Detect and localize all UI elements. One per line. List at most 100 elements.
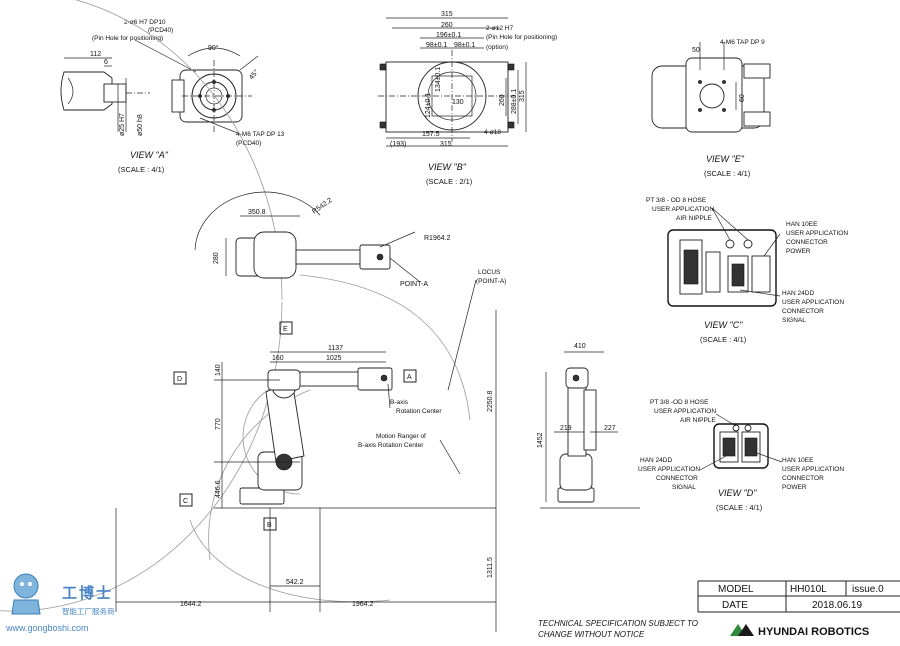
view-e-scale: (SCALE : 4/1)	[704, 169, 751, 178]
view-b-dim-260: 260	[441, 22, 453, 29]
view-b-dim-157: 157.5	[422, 131, 440, 138]
view-a-pin-purpose: (Pin Hole for positioning)	[92, 35, 163, 42]
hyundai-logo: HYUNDAI ROBOTICS	[730, 624, 869, 638]
view-c: PT 3/8 - OD 8 HOSE USER APPLICATION AIR …	[646, 197, 848, 344]
view-d-title: VIEW "D"	[718, 488, 757, 498]
view-b-dim-134: 134±0.1	[435, 67, 442, 92]
view-arrow-e: E	[279, 321, 293, 335]
view-b-dim-260v: 260	[499, 94, 506, 106]
view-e-dim-50: 50	[692, 47, 700, 54]
side-view-dim-160: 160	[272, 355, 284, 362]
view-c-han24-2: USER APPLICATION	[782, 299, 844, 306]
side-view-dim-446: 446.6	[215, 480, 222, 498]
date-label: DATE	[722, 600, 748, 611]
view-d-han10-4: POWER	[782, 484, 807, 491]
watermark-url: www.gongboshi.com	[5, 623, 89, 633]
view-d-han10-2: USER APPLICATION	[782, 466, 844, 473]
view-b-dim-315-top: 315	[441, 11, 453, 18]
view-b-pin-purpose: (Pin Hole for positioning)	[486, 34, 557, 41]
watermark: 工博士 智能工厂服务商 www.gongboshi.com	[5, 573, 115, 633]
view-c-han10-3: CONNECTOR	[786, 239, 828, 246]
top-view-dim-280: 280	[213, 252, 220, 264]
view-b-dim-193: (193)	[390, 141, 406, 148]
view-a-dim-25: ø25 H7	[119, 113, 126, 136]
view-d-hose-3: AIR NIPPLE	[680, 417, 716, 424]
front-view: 410 1452 219 227	[537, 343, 640, 509]
watermark-name: 工博士	[62, 584, 113, 602]
view-arrow-b: B	[263, 517, 277, 531]
view-d-hose-2: USER APPLICATION	[654, 408, 716, 415]
top-view-point-a: POINT-A	[400, 281, 428, 288]
view-c-hose-2: USER APPLICATION	[652, 206, 714, 213]
view-a: 112 6 2-ø6 H7 DP10 (PCD40) (Pin Hole for…	[60, 19, 285, 174]
view-d-han10-3: CONNECTOR	[782, 475, 824, 482]
view-b-option: (option)	[486, 44, 508, 51]
view-b: 315 260 196±0.1 98±0.1 98±0.1 2-ø12 H7 (…	[378, 11, 557, 186]
view-a-pin-pcd: (PCD40)	[148, 27, 173, 34]
view-a-dim-112: 112	[90, 51, 101, 58]
side-view-dim-2250: 2250.8	[487, 390, 494, 412]
view-e: 50 60 4-M6 TAP DP 9 VIEW "E" (SCALE : 4/…	[651, 39, 771, 178]
view-b-dim-98a: 98±0.1	[426, 42, 447, 49]
footer: TECHNICAL SPECIFICATION SUBJECT TO CHANG…	[538, 580, 900, 639]
view-arrow-d: D	[173, 371, 187, 385]
view-a-angle-45: 45°	[247, 68, 260, 81]
view-d-scale: (SCALE : 4/1)	[716, 503, 763, 512]
view-a-angle-90: 90°	[208, 44, 219, 52]
view-e-dim-60: 60	[739, 94, 746, 102]
view-a-tap-note: 4-M6 TAP DP 13	[236, 131, 285, 138]
svg-text:D: D	[177, 376, 182, 383]
date-value: 2018.06.19	[812, 600, 862, 611]
view-d-panel	[713, 423, 769, 469]
view-c-han24-1: HAN 24DD	[782, 290, 814, 297]
side-view-dim-1311: 1311.5	[487, 557, 494, 578]
spec-note-line-1: TECHNICAL SPECIFICATION SUBJECT TO	[538, 619, 698, 628]
front-view-dim-410: 410	[574, 343, 586, 350]
side-view-motion-1: Motion Ranger of	[376, 433, 426, 440]
top-view-locus: LOCUS	[478, 269, 501, 276]
view-c-han24-4: SIGNAL	[782, 317, 806, 324]
title-block: MODEL HH010L issue.0 DATE 2018.06.19	[697, 580, 900, 613]
view-d-han10-1: HAN 10EE	[782, 457, 814, 464]
robot-mascot-icon	[11, 573, 41, 615]
view-b-hole-note: 4-ø18	[484, 129, 501, 136]
view-c-hose-3: AIR NIPPLE	[676, 215, 712, 222]
view-a-shaft	[103, 83, 127, 103]
view-a-title: VIEW "A"	[130, 150, 169, 160]
view-c-han24-3: CONNECTOR	[782, 308, 824, 315]
side-view-dim-140: 140	[215, 364, 222, 376]
view-b-pin-note: 2-ø12 H7	[486, 25, 513, 32]
view-b-dim-130: 130	[452, 99, 464, 106]
svg-text:C: C	[183, 498, 188, 505]
view-a-dim-6: 6	[104, 59, 108, 66]
side-view: 1137 160 1025 140 770 446.6 2250.8 1311.…	[115, 310, 497, 632]
top-view: 350.8 280 R542.2 R1964.2 POINT-A LOCUS (…	[213, 197, 506, 391]
view-b-dim-124: 124±0.1	[425, 93, 432, 118]
view-b-dim-315-bottom: 315	[440, 141, 452, 148]
model-value: HH010L	[790, 584, 827, 595]
watermark-tagline: 智能工厂服务商	[62, 606, 115, 616]
top-view-dim-r1964: R1964.2	[424, 235, 451, 242]
side-view-dim-1025: 1025	[326, 355, 342, 362]
view-a-dim-50: ø50 h8	[137, 114, 144, 136]
side-view-dim-1137: 1137	[328, 345, 343, 352]
view-a-pin-note: 2-ø6 H7 DP10	[124, 19, 166, 26]
view-a-tap-pcd: (PCD40)	[236, 140, 261, 147]
view-c-han10-2: USER APPLICATION	[786, 230, 848, 237]
svg-text:B: B	[267, 522, 272, 529]
view-d: PT 3/8 -OD 8 HOSE USER APPLICATION AIR N…	[638, 399, 844, 512]
brand-name: HYUNDAI ROBOTICS	[758, 626, 869, 638]
view-c-han10-1: HAN 10EE	[786, 221, 818, 228]
svg-text:E: E	[283, 326, 288, 333]
top-view-arm	[295, 249, 363, 265]
top-view-dim-r542: R542.2	[311, 197, 334, 216]
front-view-dim-219: 219	[560, 425, 572, 432]
view-b-dim-98b: 98±0.1	[454, 42, 475, 49]
front-view-dim-1452: 1452	[537, 432, 544, 448]
view-c-air-nipple	[725, 239, 735, 249]
view-c-han10-4: POWER	[786, 248, 811, 255]
model-label: MODEL	[718, 584, 754, 595]
side-view-dim-1964: 1964.2	[352, 601, 374, 608]
view-a-scale: (SCALE : 4/1)	[118, 165, 165, 174]
